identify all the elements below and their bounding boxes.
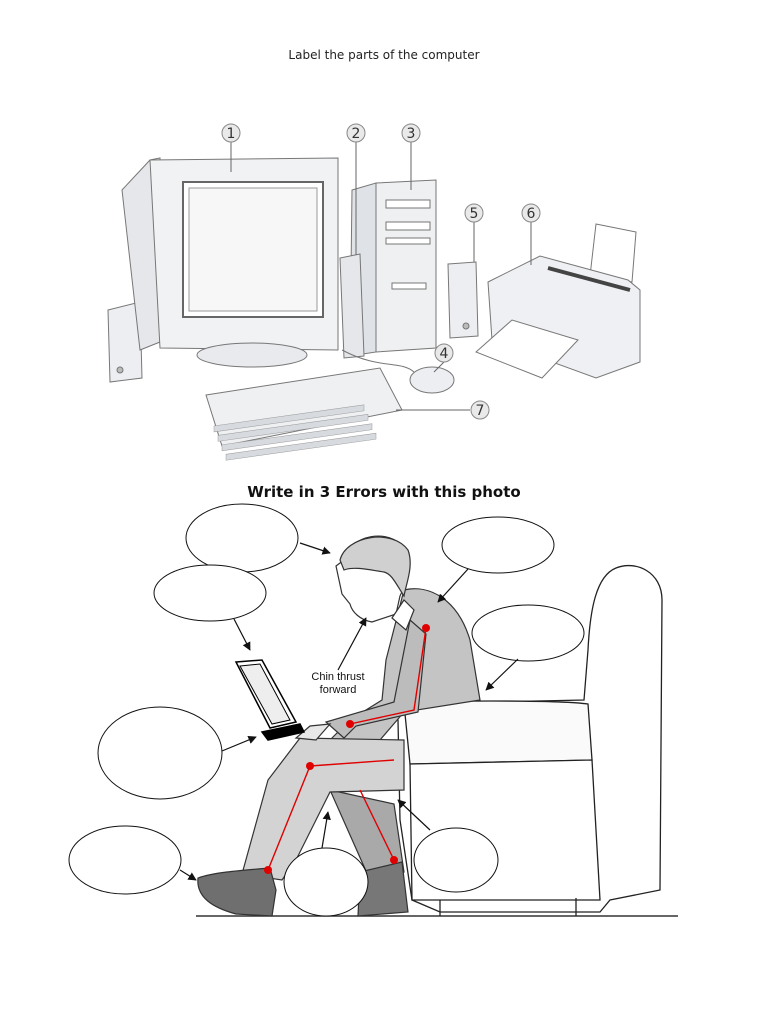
callout-5: 5 [464, 203, 484, 223]
laptop [234, 659, 306, 741]
keyboard-keys [213, 404, 377, 461]
svg-text:6: 6 [527, 206, 536, 222]
callout-6: 6 [521, 203, 541, 223]
right-speaker [447, 261, 479, 339]
modem [339, 253, 365, 359]
posture-lines [267, 627, 427, 871]
printer-paper-in [589, 223, 637, 283]
answer-bubble-8[interactable] [413, 827, 499, 893]
svg-text:1: 1 [227, 126, 236, 142]
answer-bubble-4[interactable] [471, 604, 585, 662]
svg-text:forward: forward [320, 684, 357, 696]
pointer-arrows [179, 542, 519, 881]
svg-text:5: 5 [470, 206, 479, 222]
page-title: Label the parts of the computer [288, 48, 480, 62]
answer-bubble-1[interactable] [185, 503, 299, 573]
svg-text:3: 3 [407, 126, 416, 142]
section-title: Write in 3 Errors with this photo [247, 483, 521, 501]
printer-paper-out [475, 319, 579, 379]
answer-bubble-3[interactable] [153, 564, 267, 622]
armchair [396, 564, 663, 916]
left-speaker [107, 301, 143, 383]
answer-bubble-7[interactable] [283, 847, 369, 917]
callout-1: 1 [221, 123, 241, 143]
svg-text:4: 4 [440, 346, 449, 362]
joint-markers [264, 624, 430, 874]
chin-annotation: Chin thrust forward [311, 671, 364, 696]
svg-text:Chin thrust: Chin thrust [311, 671, 364, 683]
monitor-stand [196, 342, 308, 368]
callout-3: 3 [401, 123, 421, 143]
seated-person [197, 535, 481, 917]
svg-text:7: 7 [476, 403, 485, 419]
answer-bubble-6[interactable] [68, 825, 182, 895]
mouse [409, 366, 455, 394]
answer-bubble-2[interactable] [441, 516, 555, 574]
callout-7: 7 [470, 400, 490, 420]
answer-bubble-5[interactable] [97, 706, 223, 800]
callout-2: 2 [346, 123, 366, 143]
callout-4: 4 [434, 343, 454, 363]
svg-text:2: 2 [352, 126, 361, 142]
